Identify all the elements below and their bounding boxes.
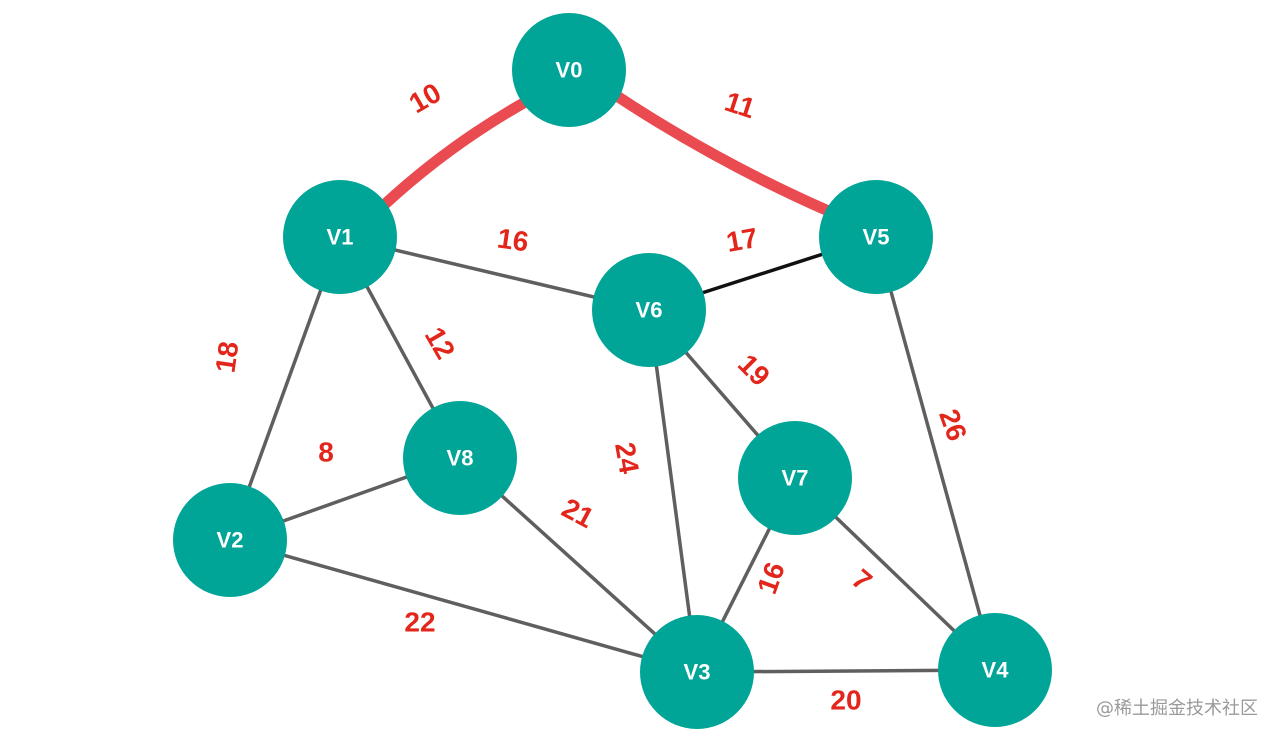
node-v1: V1 — [283, 180, 397, 294]
node-circle — [512, 13, 626, 127]
weight-label-v2-v3: 22 — [404, 607, 435, 638]
node-v2: V2 — [173, 483, 287, 597]
edge-v0-v1 — [378, 96, 531, 211]
edge-v5-v4 — [874, 236, 997, 671]
node-label: V4 — [982, 658, 1010, 683]
node-circle — [283, 180, 397, 294]
weight-label-v7-v4: 7 — [846, 563, 878, 597]
node-v3: V3 — [640, 615, 754, 729]
node-v4: V4 — [938, 613, 1052, 727]
node-circle — [938, 613, 1052, 727]
weight-label-v3-v4: 20 — [830, 685, 861, 716]
node-label: V0 — [556, 58, 583, 83]
weight-label-v0-v1: 10 — [404, 77, 446, 119]
node-v7: V7 — [738, 421, 852, 535]
node-v8: V8 — [403, 401, 517, 515]
weight-label-v5-v4: 26 — [933, 405, 973, 445]
weight-label-v6-v5: 17 — [724, 222, 760, 258]
node-circle — [819, 180, 933, 294]
edge-v6-v3 — [647, 309, 699, 673]
weights-layer: 10 11 16 17 18 12 8 22 21 24 19 16 7 20 26 — [209, 77, 972, 716]
node-label: V1 — [327, 225, 354, 250]
weight-label-v6-v3: 24 — [609, 440, 645, 476]
weight-label-v1-v6: 16 — [495, 222, 530, 257]
node-circle — [640, 615, 754, 729]
node-label: V5 — [863, 225, 890, 250]
node-circle — [403, 401, 517, 515]
node-circle — [592, 253, 706, 367]
weight-label-v1-v8: 12 — [419, 322, 461, 364]
node-label: V2 — [217, 528, 244, 553]
watermark: @稀土掘金技术社区 — [1096, 698, 1258, 719]
node-v6: V6 — [592, 253, 706, 367]
weight-label-v6-v7: 19 — [732, 348, 776, 392]
node-label: V7 — [782, 466, 809, 491]
node-v0: V0 — [512, 13, 626, 127]
weight-label-v1-v2: 18 — [209, 339, 244, 374]
edge-v2-v3 — [229, 538, 698, 674]
weight-label-v8-v3: 21 — [557, 492, 599, 534]
node-v5: V5 — [819, 180, 933, 294]
node-label: V3 — [684, 660, 711, 685]
node-label: V8 — [447, 446, 474, 471]
node-label: V6 — [636, 298, 663, 323]
weight-label-v7-v3: 16 — [751, 558, 791, 598]
weight-label-v2-v8: 8 — [318, 437, 334, 468]
node-circle — [173, 483, 287, 597]
node-circle — [738, 421, 852, 535]
weight-label-v0-v5: 11 — [721, 86, 759, 125]
edge-v0-v5 — [611, 90, 834, 217]
